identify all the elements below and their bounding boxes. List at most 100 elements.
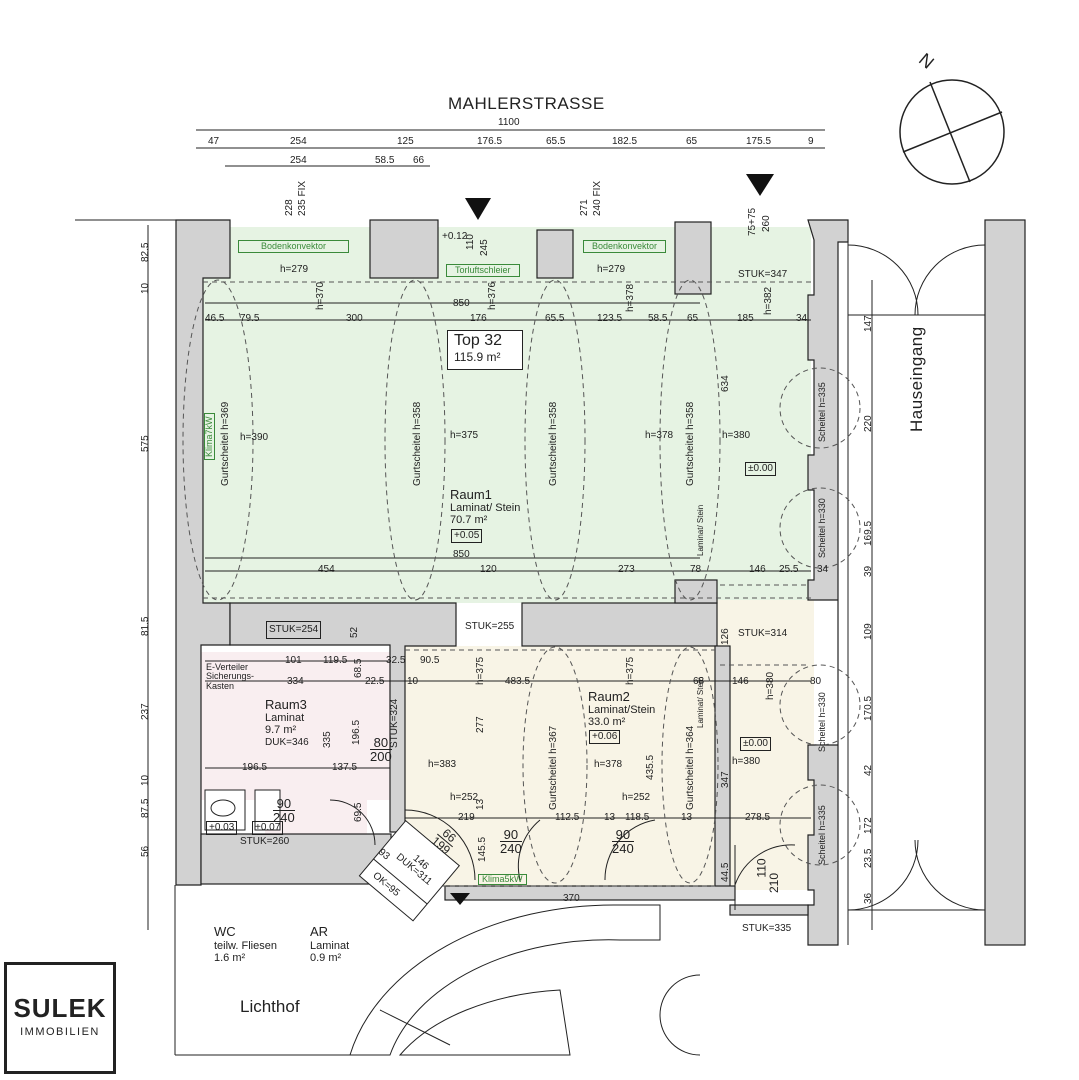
door-height: 200 (370, 749, 392, 764)
entry-marker-2 (746, 174, 774, 196)
arch-height: Scheitel h=330 (817, 692, 827, 752)
entry-dim: 110 (465, 234, 476, 250)
right-dim: 147 (863, 315, 874, 332)
dim: 454 (318, 564, 335, 575)
level: ±0.00 (740, 737, 771, 751)
dim: 347 (720, 771, 731, 788)
ar-area: 0.9 m² (310, 952, 342, 964)
ac-unit: Klima5kW (478, 874, 527, 885)
left-dim: 10 (140, 774, 151, 786)
left-dim: 87.5 (140, 798, 151, 818)
door-size: 80 200 (370, 736, 392, 763)
dim: 196.5 (351, 719, 362, 745)
entrance-label: Hauseingang (907, 326, 926, 432)
level: +0.03 (206, 821, 238, 835)
dim: 120 (480, 564, 497, 575)
pillar-3 (674, 221, 712, 295)
dim: 145.5 (477, 836, 488, 862)
apartment-name: Top 32 (454, 332, 503, 349)
dim-top: 65 (686, 136, 698, 147)
level: +0.07 (252, 821, 284, 835)
door-height: 240 (500, 841, 522, 856)
stuk: STUK=255 (465, 621, 515, 632)
vault-height: Gurtscheitel h=369 (220, 401, 231, 486)
dim: 13 (475, 798, 486, 810)
right-dim: 172 (863, 817, 874, 834)
entry-dim: 245 (479, 239, 490, 256)
ac-unit: Klima7kW (204, 413, 215, 460)
dim: 435.5 (645, 754, 656, 780)
right-dim: 23.5 (863, 848, 874, 868)
entry-marker-3 (450, 893, 470, 905)
north-arrow (899, 79, 1005, 185)
right-dim: 169.5 (863, 520, 874, 546)
dim: 44.5 (720, 862, 731, 882)
height: h=378 (645, 430, 674, 441)
dim-top: 254 (290, 155, 307, 166)
south-wall (444, 885, 736, 901)
floor-convector: Bodenkonvektor (583, 240, 667, 253)
dim: 69.5 (353, 802, 364, 822)
door-width: 90 (615, 827, 631, 842)
dim: 273 (618, 564, 635, 575)
dim: 146 (749, 564, 766, 575)
stuk: STUK=314 (738, 628, 788, 639)
height: h=375 (625, 656, 636, 685)
door-size: 90 240 (612, 828, 634, 855)
right-dim: 109 (863, 623, 874, 640)
height: h=370 (315, 281, 326, 310)
right-dim: 220 (863, 415, 874, 432)
dim: 65.5 (545, 313, 565, 324)
raum2-east-wall (714, 645, 731, 892)
height: h=279 (597, 264, 626, 275)
height: h=252 (450, 792, 479, 803)
dim-top: 125 (397, 136, 414, 147)
window-width: 271 (579, 199, 590, 216)
vault-height: Gurtscheitel h=358 (548, 401, 559, 486)
window-fix: 240 FIX (592, 180, 603, 216)
dim: 22.5 (365, 676, 385, 687)
raum3-area: 9.7 m² (265, 724, 297, 736)
left-dim: 81.5 (140, 616, 151, 636)
dim-top: 65.5 (546, 136, 566, 147)
hall-wall-right (984, 219, 1026, 946)
dim: 10 (407, 676, 419, 687)
raum3-duk: DUK=346 (265, 737, 309, 748)
ar-name: AR (310, 924, 329, 939)
arch-height: Scheitel h=330 (817, 498, 827, 558)
vault-height: Gurtscheitel h=358 (685, 401, 696, 486)
entry-marker-1 (465, 198, 491, 220)
dim: 483.5 (505, 676, 531, 687)
logo-bottom: IMMOBILIEN (20, 1026, 100, 1038)
door-size: 90 240 (273, 797, 295, 824)
dim: 34 (817, 564, 829, 575)
stuk: STUK=254 (266, 621, 322, 639)
raum2-east-area (717, 600, 814, 890)
dim: 46.5 (205, 313, 225, 324)
dim: 68.5 (353, 658, 364, 678)
wc-name: WC (214, 924, 236, 939)
dim: 219 (458, 812, 475, 823)
dim-total: 1100 (498, 117, 520, 128)
dim-top: 254 (290, 136, 307, 147)
height: h=279 (280, 264, 309, 275)
right-dim: 170.5 (863, 695, 874, 721)
height: h=380 (732, 756, 761, 767)
raum2-floor: Laminat/Stein (588, 704, 656, 716)
dim: 52 (349, 626, 360, 638)
dim: 176 (470, 313, 487, 324)
pillar-2 (536, 229, 574, 279)
door-height: 240 (273, 810, 295, 825)
raum3-floor: Laminat (265, 712, 305, 724)
raum3-name: Raum3 (265, 697, 307, 712)
level: +0.12 (442, 231, 468, 242)
wc-area: 1.6 m² (214, 952, 246, 964)
dim: 112.5 (555, 812, 580, 823)
dim: 90.5 (420, 655, 440, 666)
dim: 101 (285, 655, 302, 666)
door-width: 90 (503, 827, 519, 842)
dim: 277 (475, 716, 486, 733)
dim: 278.5 (745, 812, 771, 823)
right-dim: 42 (863, 764, 874, 776)
